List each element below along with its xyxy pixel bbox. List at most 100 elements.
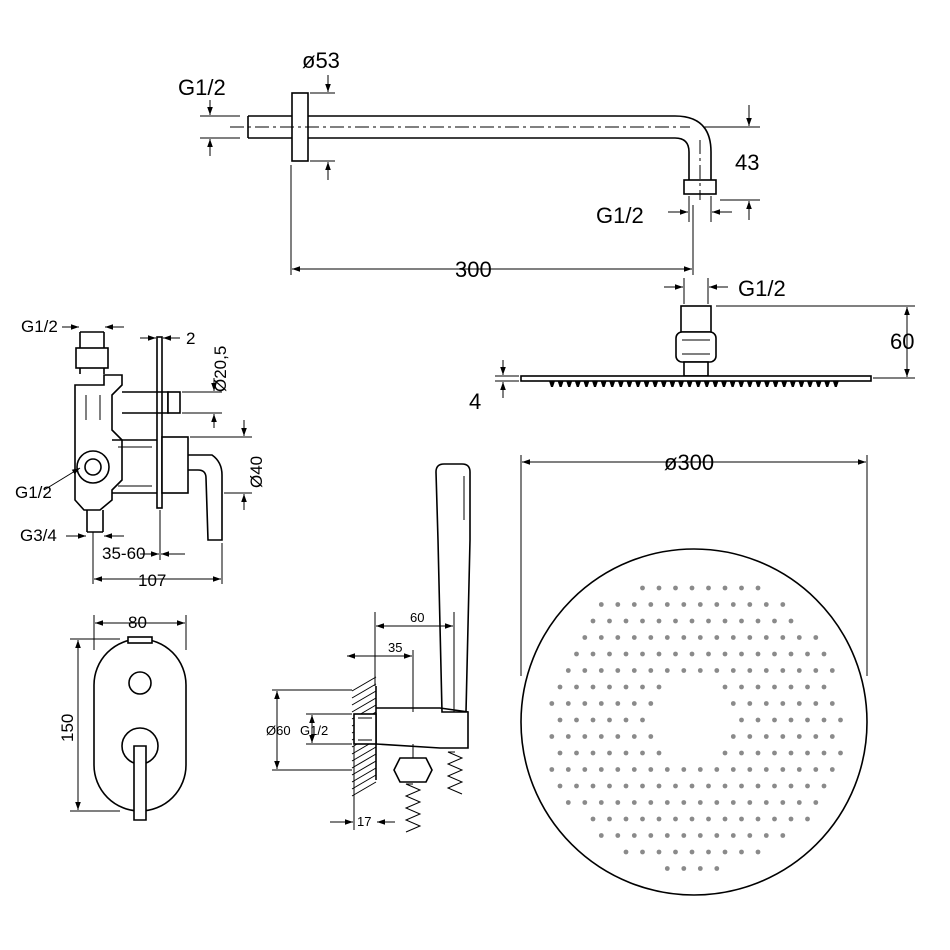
mixer-cover-plate xyxy=(156,336,163,509)
hand-shower-view: 60 35 Ø60 G1/2 17 xyxy=(266,463,471,833)
nozzle-dot xyxy=(574,684,579,690)
nozzle-dot xyxy=(664,767,670,772)
elbow-thread-label: G1/2 xyxy=(300,723,328,738)
nozzle-dot xyxy=(607,684,612,690)
nozzle-tick xyxy=(592,381,598,387)
nozzle-dot xyxy=(796,668,802,673)
nozzle-dot xyxy=(664,668,670,673)
nozzle-dot xyxy=(714,833,720,838)
nozzle-dot xyxy=(574,717,579,723)
head-nozzles xyxy=(549,381,839,387)
nozzle-dot xyxy=(722,849,728,855)
nozzle-dot xyxy=(623,783,629,789)
nozzle-dot xyxy=(755,816,761,822)
nozzle-dot xyxy=(565,800,571,805)
nozzle-dot xyxy=(763,701,769,706)
nozzle-dot xyxy=(697,866,703,871)
nozzle-tick xyxy=(832,381,839,387)
nozzle-tick xyxy=(557,381,564,387)
nozzle-dot xyxy=(623,618,629,624)
nozzle-dot xyxy=(747,602,753,607)
nozzle-dot xyxy=(755,849,761,855)
head-height-label: 60 xyxy=(890,329,914,354)
nozzle-dot xyxy=(623,684,629,690)
nozzle-dot xyxy=(739,750,744,756)
nozzle-dot xyxy=(730,800,736,805)
nozzle-dot xyxy=(623,717,629,723)
nozzle-dot xyxy=(821,750,827,756)
nozzle-dot xyxy=(631,668,637,673)
nozzle-dot xyxy=(722,651,728,657)
nozzle-dot xyxy=(598,701,604,706)
nozzle-dot xyxy=(739,651,744,657)
nozzle-tick xyxy=(712,381,719,387)
nozzle-dot xyxy=(631,767,637,772)
nozzle-dot xyxy=(829,734,835,739)
nozzle-dot xyxy=(780,635,786,640)
nozzle-dot xyxy=(813,800,819,805)
hose-left xyxy=(404,783,422,833)
nozzle-dot xyxy=(714,668,720,673)
head-thread-label: G1/2 xyxy=(738,276,786,301)
nozzle-dot xyxy=(821,651,827,657)
nozzle-dot xyxy=(780,701,786,706)
nozzle-tick xyxy=(626,381,633,387)
nozzle-dot xyxy=(557,717,563,723)
nozzle-dot xyxy=(706,783,711,789)
nozzle-dot xyxy=(697,635,703,640)
nozzle-dot xyxy=(590,750,596,756)
nozzle-dot xyxy=(813,668,819,673)
nozzle-dot xyxy=(623,651,629,657)
nozzle-dot xyxy=(796,767,802,772)
nozzle-dot xyxy=(788,684,794,690)
nozzle-dot xyxy=(796,701,802,706)
nozzle-dot xyxy=(805,651,810,657)
nozzle-dot xyxy=(763,734,769,739)
nozzle-tick xyxy=(764,381,770,387)
mixer-rosette-diameter-label: Ø40 xyxy=(247,456,266,488)
nozzle-dot xyxy=(607,783,612,789)
shower-arm-pipe xyxy=(248,115,712,180)
hatch-line xyxy=(351,697,377,713)
nozzle-dot xyxy=(722,684,728,690)
nozzle-tick xyxy=(772,381,779,387)
nozzle-tick xyxy=(824,381,831,387)
nozzle-dot xyxy=(813,734,819,739)
nozzle-dot xyxy=(648,833,654,838)
nozzle-dot xyxy=(681,668,687,673)
nozzle-dot xyxy=(631,635,637,640)
nozzle-dot xyxy=(805,816,810,822)
hatch-line xyxy=(351,690,377,706)
nozzle-dot xyxy=(730,734,736,739)
nozzle-dot xyxy=(730,668,736,673)
head-plate-outline xyxy=(520,548,868,896)
nozzle-dot xyxy=(697,668,703,673)
nozzle-dot xyxy=(590,618,596,624)
nozzle-dot xyxy=(780,800,786,805)
nozzle-tick xyxy=(721,381,727,387)
hatch-line xyxy=(351,676,377,692)
nozzle-dot xyxy=(673,651,678,657)
nozzle-dot xyxy=(763,635,769,640)
mixer-front-height-label: 150 xyxy=(58,714,77,742)
nozzle-dot xyxy=(623,816,629,822)
nozzle-tick xyxy=(643,381,650,387)
nozzle-dot xyxy=(747,635,753,640)
nozzle-tick xyxy=(652,381,659,387)
nozzle-dot xyxy=(574,651,579,657)
nozzle-dot xyxy=(656,750,662,756)
nozzle-dot xyxy=(640,717,645,723)
nozzle-dot xyxy=(582,800,588,805)
mixer-side-view: G1/2 2 Ø20,5 Ø40 G1/2 G3/4 35-60 xyxy=(15,317,266,590)
nozzle-dot xyxy=(615,701,621,706)
nozzle-dot xyxy=(755,783,761,789)
nozzle-dot xyxy=(590,717,596,723)
head-plan-nozzles xyxy=(549,585,843,871)
nozzle-dot xyxy=(689,585,695,591)
head-swivel xyxy=(675,331,717,363)
head-connector-nut xyxy=(680,305,712,333)
nozzle-dot xyxy=(706,651,711,657)
nozzle-dot xyxy=(590,684,596,690)
mixer-front-view: 80 150 xyxy=(58,613,187,821)
shower-arm-view: G1/2 ø53 43 G1/2 300 xyxy=(178,48,760,282)
